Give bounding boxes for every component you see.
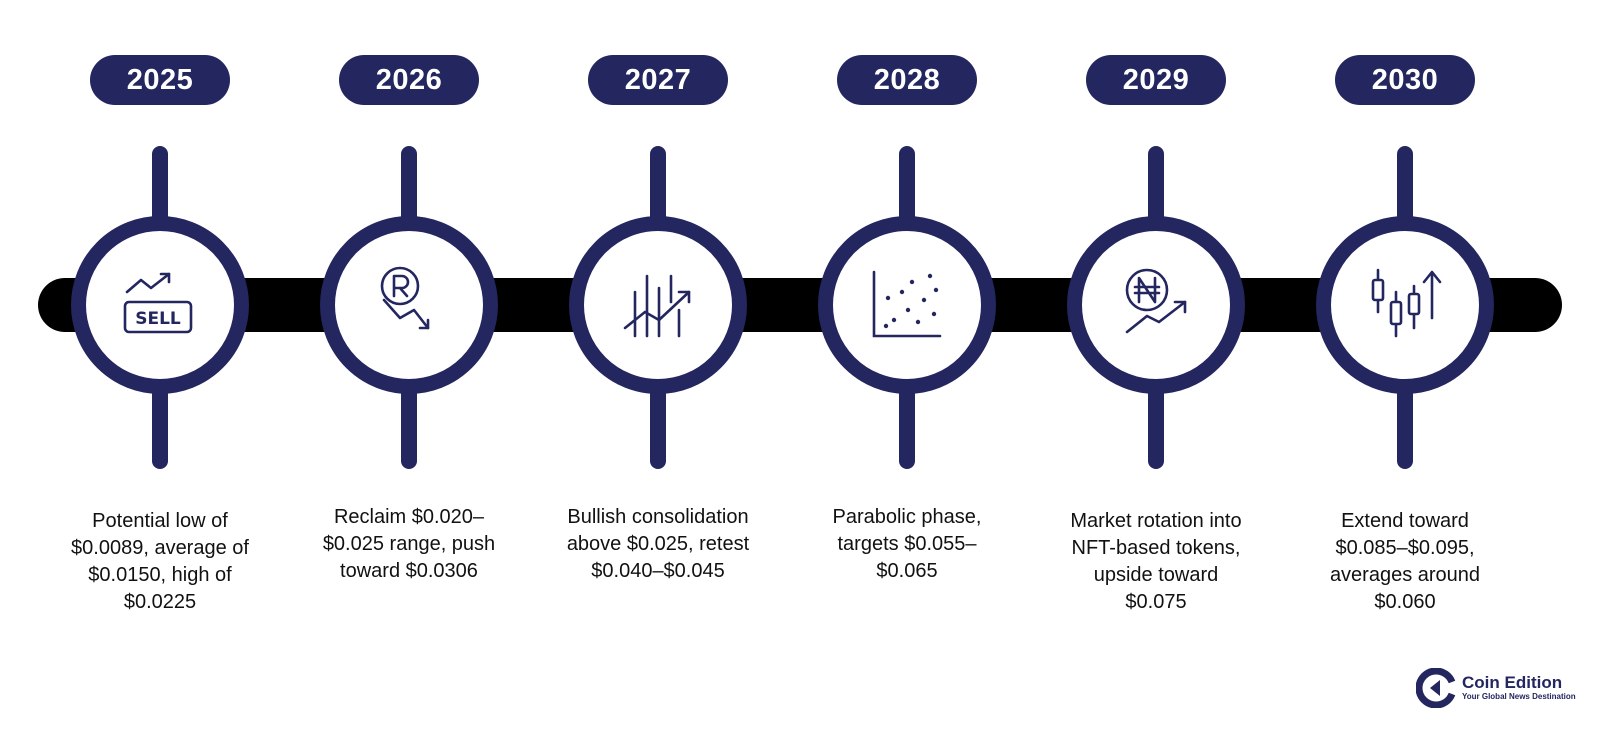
connector-top: [899, 146, 915, 224]
naira-coin-trend-icon: [1113, 262, 1199, 348]
description-line: Reclaim $0.020–: [333, 506, 485, 528]
milestone-node: SELL: [71, 216, 249, 394]
description-line: Parabolic phase,: [832, 506, 982, 528]
milestone-description: Bullish consolidation above $0.025, retes…: [543, 504, 773, 585]
description-line: Market rotation into: [1070, 510, 1242, 532]
connector-top: [1397, 146, 1413, 224]
brand-logo: Coin Edition Your Global News Destinatio…: [1416, 666, 1586, 710]
connector-top: [650, 146, 666, 224]
scatter-plot-icon: [864, 262, 950, 348]
description-line: $0.065: [876, 560, 938, 582]
description-line: Bullish consolidation: [567, 506, 749, 528]
coin-down-arrow-icon: [366, 262, 452, 348]
description-line: Extend toward: [1341, 510, 1469, 532]
description-line: $0.0150, high of: [88, 564, 232, 586]
year-badge: 2029: [1086, 55, 1226, 105]
description-line: $0.0089, average of: [71, 537, 249, 559]
timeline-bar: [38, 278, 1562, 332]
year-badge: 2026: [339, 55, 479, 105]
description-line: targets $0.055–: [837, 533, 977, 555]
description-line: $0.025 range, push: [322, 533, 496, 555]
year-badge: 2025: [90, 55, 230, 105]
milestone-description: Reclaim $0.020– $0.025 range, push toward …: [294, 504, 524, 585]
svg-text:SELL: SELL: [135, 309, 181, 329]
candlestick-up-icon: [1362, 262, 1448, 348]
milestone-description: Parabolic phase, targets $0.055– $0.065: [792, 504, 1022, 585]
description-line: above $0.025, retest: [566, 533, 750, 555]
milestone-description: Extend toward $0.085–$0.095, averages arou…: [1290, 508, 1520, 616]
description-line: $0.040–$0.045: [591, 560, 725, 582]
description-line: averages around: [1329, 564, 1481, 586]
milestone-node: [320, 216, 498, 394]
connector-top: [1148, 146, 1164, 224]
milestone-node: [1316, 216, 1494, 394]
connector-bottom: [1148, 386, 1164, 469]
connector-top: [401, 146, 417, 224]
connector-bottom: [152, 386, 168, 469]
year-badge: 2027: [588, 55, 728, 105]
description-line: Potential low of: [92, 510, 228, 532]
milestone-node: [818, 216, 996, 394]
coin-edition-logo-icon: [1416, 668, 1456, 708]
description-line: upside toward: [1093, 564, 1219, 586]
connector-bottom: [899, 386, 915, 469]
brand-tagline: Your Global News Destination: [1462, 692, 1576, 701]
year-badge: 2030: [1335, 55, 1475, 105]
description-line: NFT-based tokens,: [1071, 537, 1241, 559]
description-line: $0.085–$0.095,: [1335, 537, 1475, 559]
milestone-node: [569, 216, 747, 394]
brand-name: Coin Edition: [1462, 673, 1563, 692]
description-line: $0.060: [1374, 591, 1436, 613]
description-line: $0.0225: [123, 591, 197, 613]
connector-bottom: [1397, 386, 1413, 469]
milestone-node: [1067, 216, 1245, 394]
year-badge: 2028: [837, 55, 977, 105]
description-line: $0.075: [1125, 591, 1187, 613]
milestone-description: Potential low of $0.0089, average of $0.01…: [45, 508, 275, 616]
connector-bottom: [401, 386, 417, 469]
connector-bottom: [650, 386, 666, 469]
sell-chart-icon: SELL: [117, 262, 203, 348]
connector-top: [152, 146, 168, 224]
description-line: toward $0.0306: [340, 560, 478, 582]
bar-trend-up-icon: [615, 262, 701, 348]
